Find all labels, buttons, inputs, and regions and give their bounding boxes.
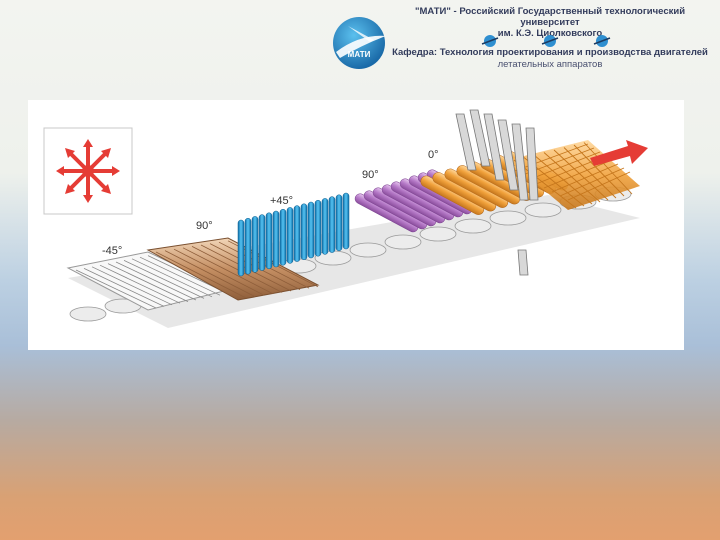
logo-text: МАТИ bbox=[348, 50, 371, 59]
label-0: 0° bbox=[428, 149, 439, 161]
label-90-upper: 90° bbox=[362, 169, 379, 181]
department-title: Кафедра: Технология проектирования и про… bbox=[390, 47, 710, 71]
layup-diagram: -45° 90° +45° 90° 0° bbox=[28, 100, 684, 350]
label-90-lower: 90° bbox=[196, 220, 213, 232]
header: МАТИ "МАТИ" - Российский Государственный… bbox=[330, 4, 715, 76]
label-minus45: -45° bbox=[102, 245, 122, 257]
mati-logo: МАТИ bbox=[330, 14, 388, 72]
fiber-orientation-star-icon bbox=[44, 128, 132, 214]
department-subtitle: летательных аппаратов bbox=[390, 59, 710, 71]
globe-icon bbox=[594, 35, 610, 47]
globe-icon bbox=[482, 35, 498, 47]
label-plus45: +45° bbox=[270, 195, 293, 207]
composite-layup-panel: -45° 90° +45° 90° 0° bbox=[28, 100, 684, 350]
globe-icon bbox=[542, 35, 558, 47]
department-name: Кафедра: Технология проектирования и про… bbox=[392, 47, 708, 58]
